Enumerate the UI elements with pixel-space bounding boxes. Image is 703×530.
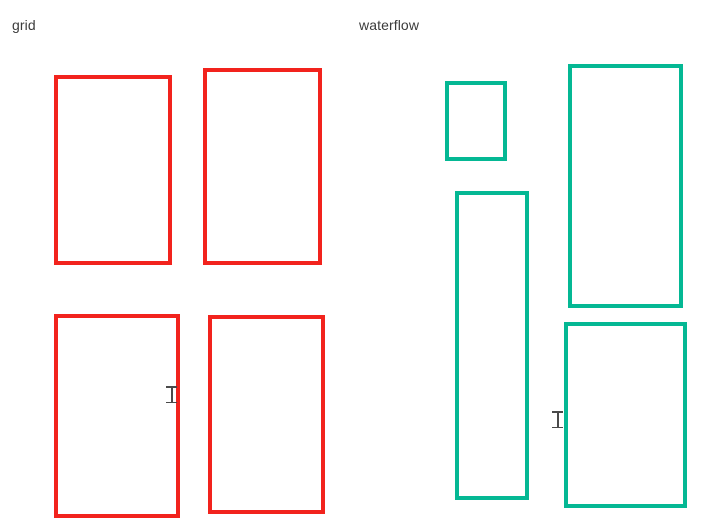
grid-box-1[interactable] <box>54 75 172 265</box>
text-cursor-icon-right <box>552 411 563 428</box>
ibeam-bottom-cap <box>552 426 563 428</box>
ibeam-top-cap <box>552 411 563 413</box>
section-label-waterflow: waterflow <box>359 17 420 33</box>
grid-box-2[interactable] <box>203 68 322 265</box>
section-label-grid: grid <box>12 17 36 33</box>
grid-box-4[interactable] <box>208 315 325 514</box>
grid-box-3[interactable] <box>54 314 180 518</box>
ibeam-stem <box>557 412 559 427</box>
waterflow-box-3[interactable] <box>568 64 683 308</box>
waterflow-box-2[interactable] <box>455 191 529 500</box>
waterflow-box-1[interactable] <box>445 81 507 161</box>
waterflow-box-4[interactable] <box>564 322 687 508</box>
